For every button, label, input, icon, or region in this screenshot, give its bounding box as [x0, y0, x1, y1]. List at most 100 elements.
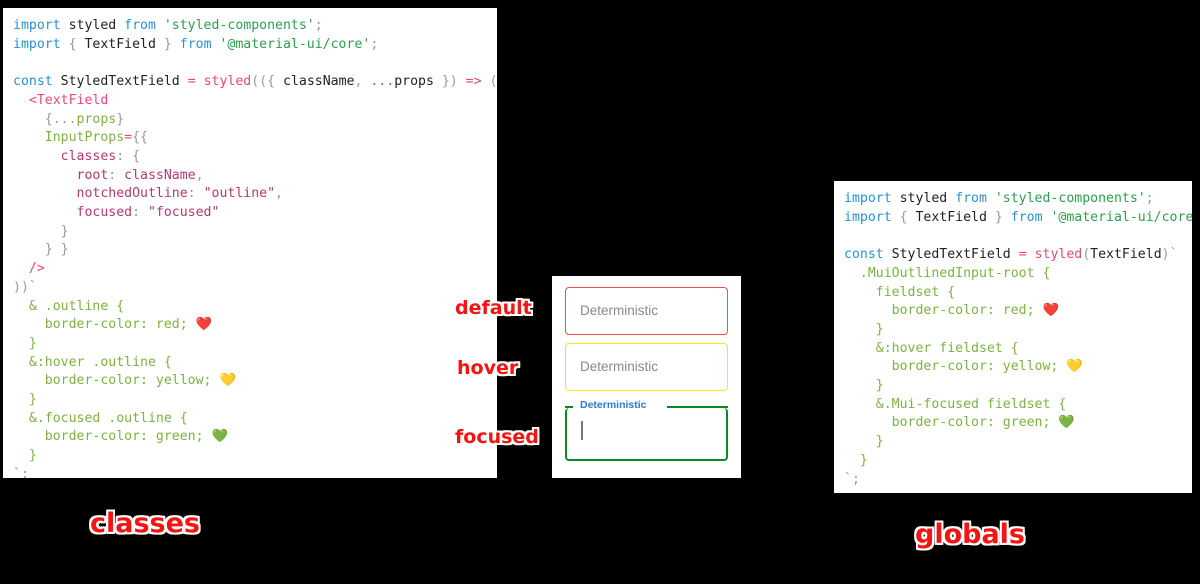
code-token: from: [955, 191, 995, 206]
code-token: styled: [899, 191, 956, 206]
text-caret: [581, 421, 583, 440]
code-token: TextField: [1090, 247, 1162, 263]
textfield-demo-panel: Deterministic Deterministic Deterministi…: [552, 276, 741, 478]
code-token: .MuiOutlinedInput-root {: [844, 265, 1051, 281]
code-token: } }: [13, 242, 69, 258]
code-token: notchedOutline: [13, 186, 188, 202]
code-token: ;: [314, 18, 323, 33]
code-token: StyledTextField: [60, 74, 188, 90]
textfield-focused-label: Deterministic: [576, 399, 651, 411]
code-token: =: [1018, 247, 1035, 263]
code-token: className: [283, 74, 355, 90]
code-token: import: [13, 36, 69, 52]
code-token: }: [844, 452, 868, 468]
code-token: }: [13, 223, 69, 239]
annotation-classes-title: classes: [90, 508, 201, 539]
code-token: :: [187, 186, 204, 202]
code-token: TextField: [36, 92, 109, 108]
textfield-default-placeholder: Deterministic: [580, 303, 659, 318]
annotation-globals-title: globals: [915, 519, 1026, 550]
code-token: InputProps: [13, 130, 125, 146]
code-token: ))`: [13, 279, 37, 295]
code-token: border-color: yellow;: [844, 359, 1067, 375]
textfield-focused[interactable]: Deterministic: [565, 399, 728, 461]
code-token: ;: [370, 36, 379, 52]
notched-outline: [565, 406, 728, 408]
code-token: &.focused .outline {: [13, 410, 188, 426]
code-token: 'styled-components': [163, 18, 315, 33]
code-token: & .outline {: [13, 298, 125, 314]
code-token: '@material-ui/core': [1050, 209, 1192, 225]
code-token: '@material-ui/core': [219, 36, 371, 52]
code-token: border-color: red;: [844, 303, 1043, 319]
code-token: import: [844, 209, 900, 225]
code-token: 💚: [1058, 415, 1075, 431]
code-panel-globals: import styled from 'styled-components'; …: [834, 181, 1192, 493]
code-token: from: [179, 36, 220, 52]
notch-segment-left: [565, 406, 573, 408]
annotation-default: default: [455, 297, 532, 319]
annotation-focused: focused: [455, 426, 539, 448]
code-token: border-color: green;: [13, 429, 212, 445]
code-token: }: [155, 36, 180, 52]
code-token: const: [13, 74, 61, 90]
code-token: {...: [13, 111, 77, 127]
code-token: :: [108, 167, 125, 183]
code-token: styled: [1034, 247, 1083, 263]
code-token: }: [13, 392, 37, 408]
code-token: :: [116, 148, 133, 164]
code-token: ...: [370, 74, 395, 90]
code-token: }: [116, 111, 125, 127]
code-token: &.Mui-focused fieldset {: [844, 396, 1067, 412]
code-token: ((: [251, 74, 268, 90]
code-token: }: [986, 209, 1011, 225]
code-token: )`: [1161, 247, 1178, 263]
code-token: `;: [13, 466, 29, 478]
code-token: &:hover .outline {: [13, 354, 172, 370]
code-token: styled: [203, 74, 252, 90]
code-token: "focused": [147, 205, 220, 221]
code-token: (: [489, 74, 498, 90]
code-token: 💛: [219, 373, 236, 389]
code-token: =>: [465, 74, 490, 90]
code-token: className: [124, 167, 196, 183]
code-token: 💚: [211, 429, 228, 445]
code-token: =: [124, 130, 133, 146]
code-token: border-color: yellow;: [13, 373, 220, 389]
code-token: <: [13, 92, 37, 108]
code-token: ): [449, 74, 466, 90]
code-token: root: [13, 167, 109, 183]
code-token: props: [76, 111, 117, 127]
code-token: import: [13, 18, 69, 33]
textfield-hover-placeholder: Deterministic: [580, 359, 659, 374]
textfield-default[interactable]: Deterministic: [565, 287, 728, 335]
code-token: StyledTextField: [891, 247, 1019, 263]
annotation-hover: hover: [457, 357, 519, 379]
code-token: styled: [68, 18, 125, 33]
code-token: fieldset {: [844, 284, 956, 300]
code-token: border-color: red;: [13, 317, 196, 333]
code-block-classes: import styled from 'styled-components'; …: [13, 17, 497, 478]
code-token: }: [844, 321, 884, 337]
textfield-hover[interactable]: Deterministic: [565, 343, 728, 391]
code-token: props: [394, 74, 434, 90]
code-token: {: [68, 36, 85, 52]
code-token: focused: [13, 205, 133, 221]
code-token: ❤️: [1042, 303, 1059, 319]
code-token: import: [844, 191, 900, 206]
code-token: &:hover fieldset {: [844, 340, 1019, 356]
code-token: />: [13, 261, 45, 277]
code-token: const: [844, 247, 892, 263]
code-token: `;: [844, 471, 860, 487]
code-token: }: [844, 378, 884, 394]
code-token: {{: [132, 130, 148, 146]
code-token: 💛: [1066, 359, 1083, 375]
code-token: ,: [195, 167, 204, 183]
code-token: TextField: [915, 209, 987, 225]
code-token: from: [124, 18, 164, 33]
code-token: ,: [275, 186, 283, 202]
code-token: {: [899, 209, 916, 225]
code-token: 'styled-components': [994, 191, 1146, 206]
code-token: border-color: green;: [844, 415, 1059, 431]
code-token: }: [433, 74, 450, 90]
